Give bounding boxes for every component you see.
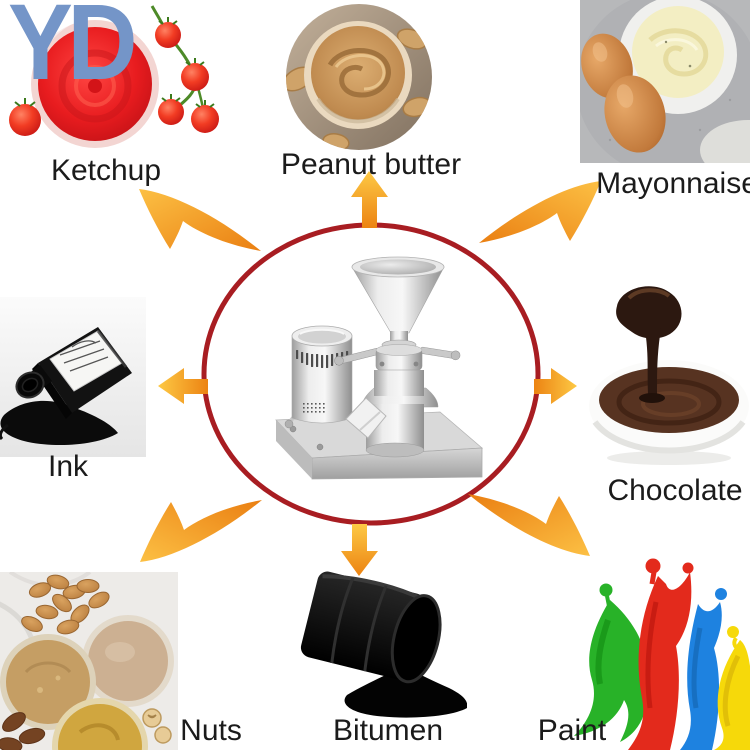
arrow-up-left bbox=[139, 189, 261, 251]
tomato-vine-illustration bbox=[9, 5, 219, 136]
paint-photo bbox=[574, 558, 750, 750]
nut-butter-jars-illustration bbox=[0, 615, 174, 750]
arrow-right bbox=[534, 368, 577, 404]
bitumen-photo bbox=[300, 571, 467, 718]
mayonnaise-label: Mayonnaise bbox=[596, 167, 750, 200]
ink-label: Ink bbox=[47, 450, 89, 483]
colloid-mill-machine bbox=[275, 256, 484, 480]
ketchup-bowl-illustration bbox=[31, 14, 159, 148]
chocolate-photo bbox=[589, 286, 749, 465]
chocolate-drip-illustration bbox=[616, 286, 682, 403]
bitumen-label: Bitumen bbox=[332, 714, 444, 747]
arrow-left bbox=[158, 368, 208, 404]
yd-logo: YD bbox=[8, 0, 138, 102]
nuts-photo bbox=[0, 572, 178, 750]
ketchup-label: Ketchup bbox=[50, 154, 162, 187]
paint-label: Paint bbox=[537, 714, 607, 747]
almonds-illustration bbox=[21, 574, 110, 635]
arrow-down-right bbox=[468, 494, 590, 556]
ink-photo bbox=[0, 297, 146, 457]
paint-splash-illustration bbox=[574, 558, 750, 750]
pecans-illustration bbox=[0, 712, 46, 750]
arrow-up-right bbox=[479, 181, 601, 243]
red-circle bbox=[201, 222, 541, 526]
walnuts-illustration bbox=[142, 708, 172, 744]
ink-bottle-illustration bbox=[15, 327, 132, 419]
mayonnaise-photo bbox=[580, 0, 750, 163]
arrow-down bbox=[341, 524, 378, 576]
motor-vents bbox=[296, 350, 349, 368]
peanut-butter-photo bbox=[286, 4, 432, 150]
machine-funnel bbox=[351, 266, 445, 334]
chocolate-label: Chocolate bbox=[607, 474, 743, 507]
arrow-down-left bbox=[140, 500, 262, 562]
eggs-illustration bbox=[581, 33, 666, 153]
peanut-butter-label: Peanut butter bbox=[280, 148, 462, 181]
oil-barrel-illustration bbox=[300, 571, 442, 684]
ketchup-photo bbox=[9, 5, 219, 148]
nuts-label: Nuts bbox=[180, 714, 242, 747]
